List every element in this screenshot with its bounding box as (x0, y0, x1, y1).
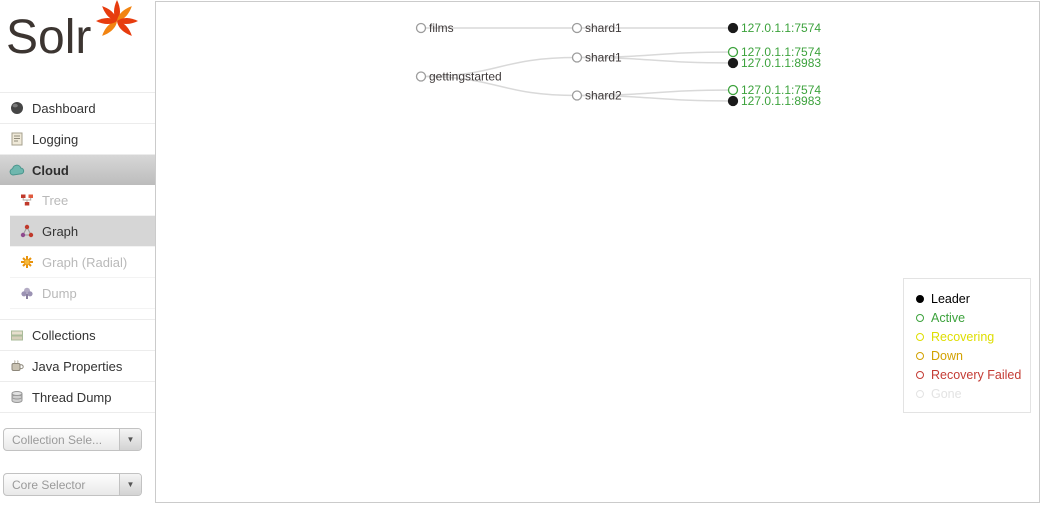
legend-item-recovering: Recovering (916, 327, 1022, 346)
sidebar-item-dump[interactable]: Dump (10, 278, 155, 309)
solr-logo[interactable]: Solr (0, 0, 155, 92)
sidebar-item-logging[interactable]: Logging (0, 124, 155, 155)
legend-item-active: Active (916, 308, 1022, 327)
logging-icon (8, 132, 25, 146)
replica-link[interactable]: 127.0.1.1:7574 (741, 83, 821, 97)
graph-legend: Leader Active Recovering Down Recovery F… (903, 278, 1031, 413)
replica-node (727, 46, 739, 58)
chevron-down-icon[interactable]: ▼ (119, 474, 141, 495)
replica-node (727, 95, 739, 107)
dashboard-icon (8, 101, 25, 115)
core-selector-value: Core Selector (12, 477, 86, 492)
collection-node (415, 71, 427, 82)
cloud-submenu: Tree Graph Gra (0, 185, 155, 319)
replica-link[interactable]: 127.0.1.1:8983 (741, 56, 821, 70)
recovering-dot-icon (916, 332, 924, 341)
main-menu: Dashboard Logging Cloud (0, 92, 155, 413)
core-selector[interactable]: Core Selector ▼ (3, 473, 142, 496)
replica-node (727, 57, 739, 69)
replica-link[interactable]: 127.0.1.1:8983 (741, 94, 821, 108)
java-properties-icon (8, 359, 25, 373)
graph-icon (18, 224, 35, 238)
collection-selector-value: Collection Sele... (12, 432, 103, 447)
sidebar-item-label: Cloud (32, 162, 69, 178)
graph-link (576, 56, 734, 64)
tree-icon (18, 193, 35, 207)
shard-label: shard1 (585, 51, 622, 65)
cloud-graph: films shard1 127.0.1.1:7574 gettingstarted s… (415, 21, 821, 108)
down-dot-icon (916, 351, 924, 360)
shard-node (571, 90, 583, 101)
legend-item-recovery-failed: Recovery Failed (916, 365, 1022, 384)
sidebar-item-tree[interactable]: Tree (10, 185, 155, 216)
shard-node (571, 22, 583, 34)
sidebar-item-label: Graph (42, 223, 79, 239)
graph-link (420, 75, 578, 97)
sidebar: Solr Dashboard (0, 0, 155, 508)
graph-link (420, 56, 578, 78)
shard-node (571, 52, 583, 63)
graph-radial-icon (18, 255, 35, 269)
collection-selector[interactable]: Collection Sele... ▼ (3, 428, 142, 451)
active-dot-icon (916, 313, 924, 322)
legend-item-down: Down (916, 346, 1022, 365)
collection-label: gettingstarted (429, 70, 502, 84)
sidebar-item-cloud[interactable]: Cloud Tree Graph (0, 155, 155, 320)
replica-link[interactable]: 127.0.1.1:7574 (741, 21, 821, 35)
sidebar-item-collections[interactable]: Collections (0, 320, 155, 351)
dump-icon (18, 286, 35, 300)
sidebar-item-dashboard[interactable]: Dashboard (0, 93, 155, 124)
cloud-graph-panel: films shard1 127.0.1.1:7574 gettingstarted s… (155, 1, 1040, 503)
legend-item-gone: Gone (916, 384, 1022, 403)
sidebar-item-thread-dump[interactable]: Thread Dump (0, 382, 155, 413)
recovery-failed-dot-icon (916, 370, 924, 379)
sidebar-item-label: Java Properties (32, 358, 123, 374)
cloud-icon (8, 164, 25, 176)
solr-logo-text[interactable]: Solr (6, 11, 92, 64)
shard-label: shard1 (585, 21, 622, 35)
sidebar-item-label: Thread Dump (32, 389, 112, 405)
collection-label: films (429, 21, 454, 35)
gone-dot-icon (916, 389, 924, 398)
replica-link[interactable]: 127.0.1.1:7574 (741, 45, 821, 59)
leader-dot-icon (916, 294, 924, 303)
shard-label: shard2 (585, 89, 622, 103)
sidebar-item-graph-radial[interactable]: Graph (Radial) (10, 247, 155, 278)
replica-node (727, 22, 739, 34)
sidebar-item-label: Logging (32, 131, 79, 147)
sidebar-item-label: Dump (42, 285, 77, 301)
sidebar-item-label: Graph (Radial) (42, 254, 128, 270)
sidebar-item-label: Dashboard (32, 100, 96, 116)
thread-dump-icon (8, 390, 25, 404)
sidebar-item-label: Tree (42, 192, 69, 208)
solr-logo-burst-icon (96, 0, 138, 36)
chevron-down-icon[interactable]: ▼ (119, 429, 141, 450)
collections-icon (8, 328, 25, 342)
graph-link (576, 94, 734, 102)
replica-node (727, 84, 739, 96)
sidebar-item-label: Collections (32, 327, 96, 343)
legend-item-leader: Leader (916, 289, 1022, 308)
sidebar-item-graph[interactable]: Graph (10, 216, 155, 247)
sidebar-item-java-properties[interactable]: Java Properties (0, 351, 155, 382)
collection-node (415, 22, 427, 34)
